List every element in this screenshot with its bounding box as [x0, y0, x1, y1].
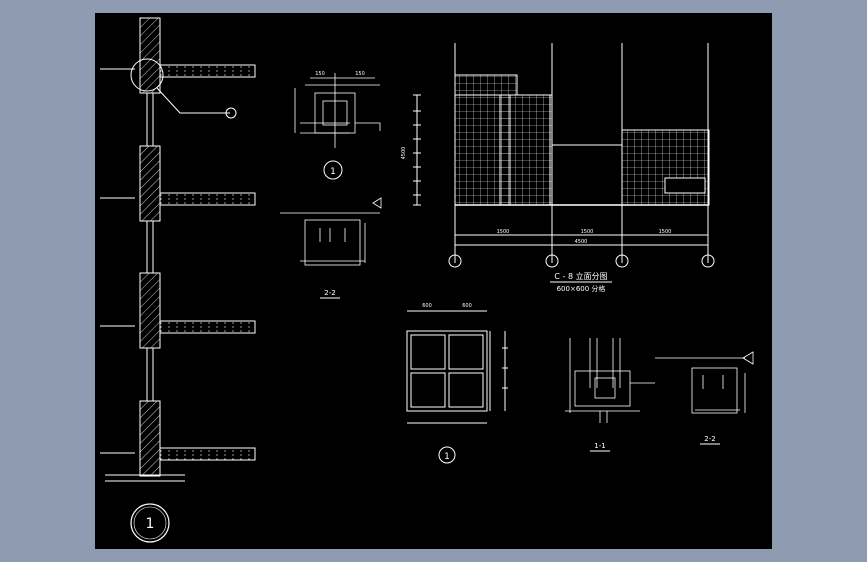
elevation-title: C - 8 立面分图 — [554, 271, 607, 281]
elevation-dim-3: 1500 — [659, 229, 672, 235]
cad-drawing-viewport[interactable]: 1 150 150 1 2-2 — [95, 13, 772, 549]
detail-callout-circle — [130, 58, 164, 92]
section-2-2-top — [280, 197, 382, 266]
section-title-2-2-top: 2-2 — [324, 289, 335, 297]
window-dim-b: 600 — [462, 303, 472, 309]
window-dim-a: 600 — [422, 303, 432, 309]
detail-top — [294, 73, 381, 148]
floor-slab-1 — [159, 64, 256, 78]
wall-segment-2 — [139, 145, 161, 222]
elevation-subtitle: 600×600 分格 — [557, 284, 606, 293]
detail-label: 1 — [330, 167, 336, 177]
window-detail — [406, 310, 508, 424]
detail-top-marker: 1 — [323, 160, 343, 180]
wall-segment-4 — [139, 400, 161, 477]
wall-segment-3 — [139, 272, 161, 349]
floor-slab-4 — [159, 447, 256, 461]
detail-dim-b: 150 — [355, 71, 365, 77]
panel-right — [621, 129, 710, 206]
wall-segment-1 — [139, 17, 161, 94]
panel-opening — [551, 144, 623, 206]
elevation-drawing — [413, 43, 715, 268]
window-detail-marker: 1 — [438, 446, 456, 464]
floor-slab-2 — [159, 192, 256, 206]
section-title-2-2-right: 2-2 — [704, 435, 715, 443]
window-detail-label: 1 — [444, 452, 450, 462]
section-circle-marker: 1 — [130, 503, 170, 543]
section-title-1-1: 1-1 — [594, 442, 605, 450]
floor-slab-3 — [159, 320, 256, 334]
section-1-1 — [565, 338, 655, 423]
elevation-dim-1: 1500 — [497, 229, 510, 235]
elevation-dim-2: 1500 — [581, 229, 594, 235]
wall-section-view — [100, 17, 256, 482]
cad-drawing: 1 150 150 1 2-2 — [100, 17, 754, 543]
section-2-2-right — [655, 351, 754, 414]
section-label-1: 1 — [146, 516, 155, 532]
elevation-total-dim: 4500 — [575, 239, 588, 245]
elevation-height-dim: 4500 — [401, 147, 407, 160]
detail-dim-a: 150 — [315, 71, 325, 77]
